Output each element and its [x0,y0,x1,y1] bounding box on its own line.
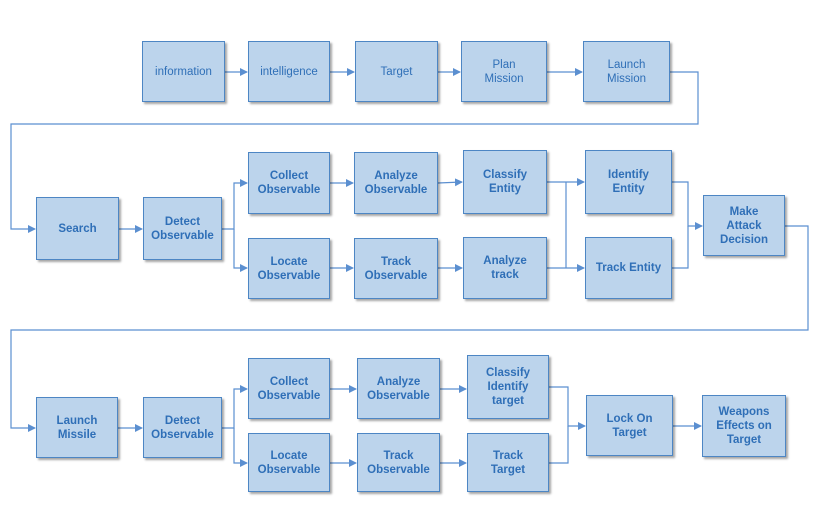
node-launch-missile: Launch Missile [36,397,118,458]
node-locate-observable: Locate Observable [248,238,330,299]
node-collect-observable: Collect Observable [248,152,330,214]
node-plan-mission: Plan Mission [461,41,547,102]
node-track-entity: Track Entity [585,237,672,299]
node-analyze-track: Analyze track [463,237,547,299]
node-intelligence: intelligence [248,41,330,102]
node-target: Target [355,41,438,102]
node-analyze-observable-2: Analyze Observable [357,358,440,419]
connector-identify-to-decision [672,181,703,230]
node-weapons-effects-on-target: Weapons Effects on Target [702,395,786,457]
connector-launch-mission-to-search [10,71,699,233]
connector-classify-target-to-lock [549,386,586,430]
node-track-target: Track Target [467,433,549,492]
node-detect-observable-2: Detect Observable [143,397,222,458]
connector-track-target-to-lock [549,426,569,464]
connector-detect2-to-locate2 [233,428,248,467]
node-track-observable-2: Track Observable [357,433,440,492]
connector-detect-to-locate [233,229,248,272]
node-analyze-observable: Analyze Observable [354,152,438,214]
connector-detect-to-collect [222,179,248,230]
node-information: information [142,41,225,102]
node-locate-observable-2: Locate Observable [248,433,330,492]
node-collect-observable-2: Collect Observable [248,358,330,419]
connector-decision-to-launch-missile [10,225,809,432]
node-make-attack-decision: Make Attack Decision [703,195,785,256]
connector-track-entity-to-decision [672,226,689,269]
node-track-observable: Track Observable [354,238,438,299]
node-lock-on-target: Lock On Target [586,395,673,456]
arrow-analyze-classify [437,178,463,187]
node-classify-entity: Classify Entity [463,150,547,214]
node-classify-identify-target: Classify Identify target [467,355,549,419]
node-identify-entity: Identify Entity [585,150,672,214]
node-detect-observable: Detect Observable [143,197,222,260]
connector-detect2-to-collect2 [222,385,248,429]
node-search: Search [36,197,119,260]
node-launch-mission: Launch Mission [583,41,670,102]
